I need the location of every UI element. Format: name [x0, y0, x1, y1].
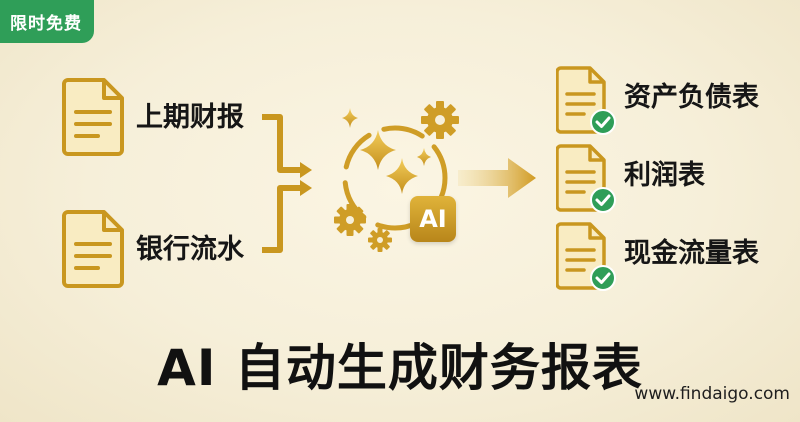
free-badge: 限时免费	[0, 0, 94, 43]
gear-icon	[421, 101, 459, 139]
sparkle-icon	[342, 108, 431, 194]
connector-line-bottom	[262, 185, 300, 253]
site-url: www.findaigo.com	[634, 384, 790, 404]
input-label-previous-report: 上期财报	[136, 102, 244, 133]
document-check-icon	[556, 222, 616, 291]
output-label-cash-flow-statement: 现金流量表	[624, 238, 759, 269]
document-icon	[62, 210, 124, 288]
connector-arrowhead-bottom	[300, 180, 312, 196]
gear-icon	[368, 228, 392, 252]
input-label-bank-statement: 银行流水	[136, 234, 244, 265]
document-check-icon	[556, 66, 616, 135]
gear-icon	[334, 204, 366, 236]
document-check-icon	[556, 144, 616, 213]
document-icon	[62, 78, 124, 156]
output-label-income-statement: 利润表	[624, 160, 705, 191]
output-label-balance-sheet: 资产负债表	[624, 82, 759, 113]
output-arrow	[458, 158, 536, 198]
headline: AI 自动生成财务报表	[157, 339, 643, 397]
connector-line-top	[262, 114, 300, 173]
connector-arrowhead-top	[300, 162, 312, 178]
ai-chip-icon: AI	[410, 196, 456, 242]
